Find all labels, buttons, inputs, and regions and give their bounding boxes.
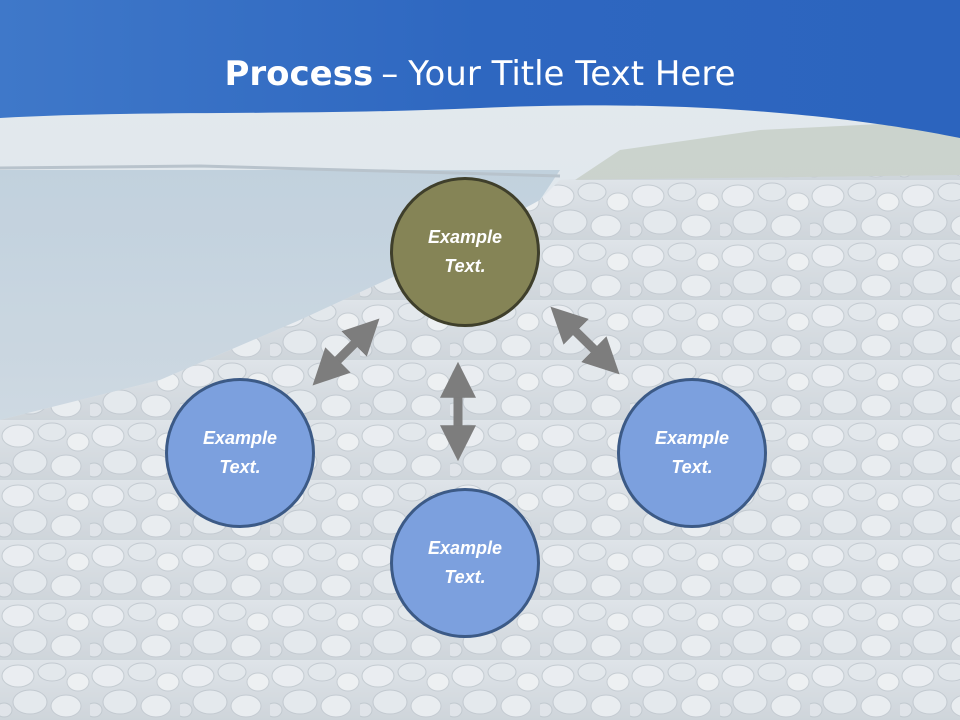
process-node-top[interactable]: Example Text. [390, 177, 540, 327]
node-bottom-text: Example Text. [427, 538, 503, 587]
node-top-text: Example Text. [427, 227, 503, 276]
arrow-top-right [550, 306, 620, 375]
process-node-left[interactable]: Example Text. [165, 378, 315, 528]
process-node-bottom[interactable]: Example Text. [390, 488, 540, 638]
node-left-text: Example Text. [202, 428, 278, 477]
node-right-text: Example Text. [654, 428, 730, 477]
slide-title: Process–Your Title Text Here [0, 52, 960, 96]
header-band [0, 0, 960, 138]
title-text: Your Title Text Here [408, 54, 736, 94]
title-bold: Process [224, 54, 374, 94]
process-node-right[interactable]: Example Text. [617, 378, 767, 528]
title-separator: – [381, 54, 399, 94]
arrow-top-left [312, 318, 380, 386]
